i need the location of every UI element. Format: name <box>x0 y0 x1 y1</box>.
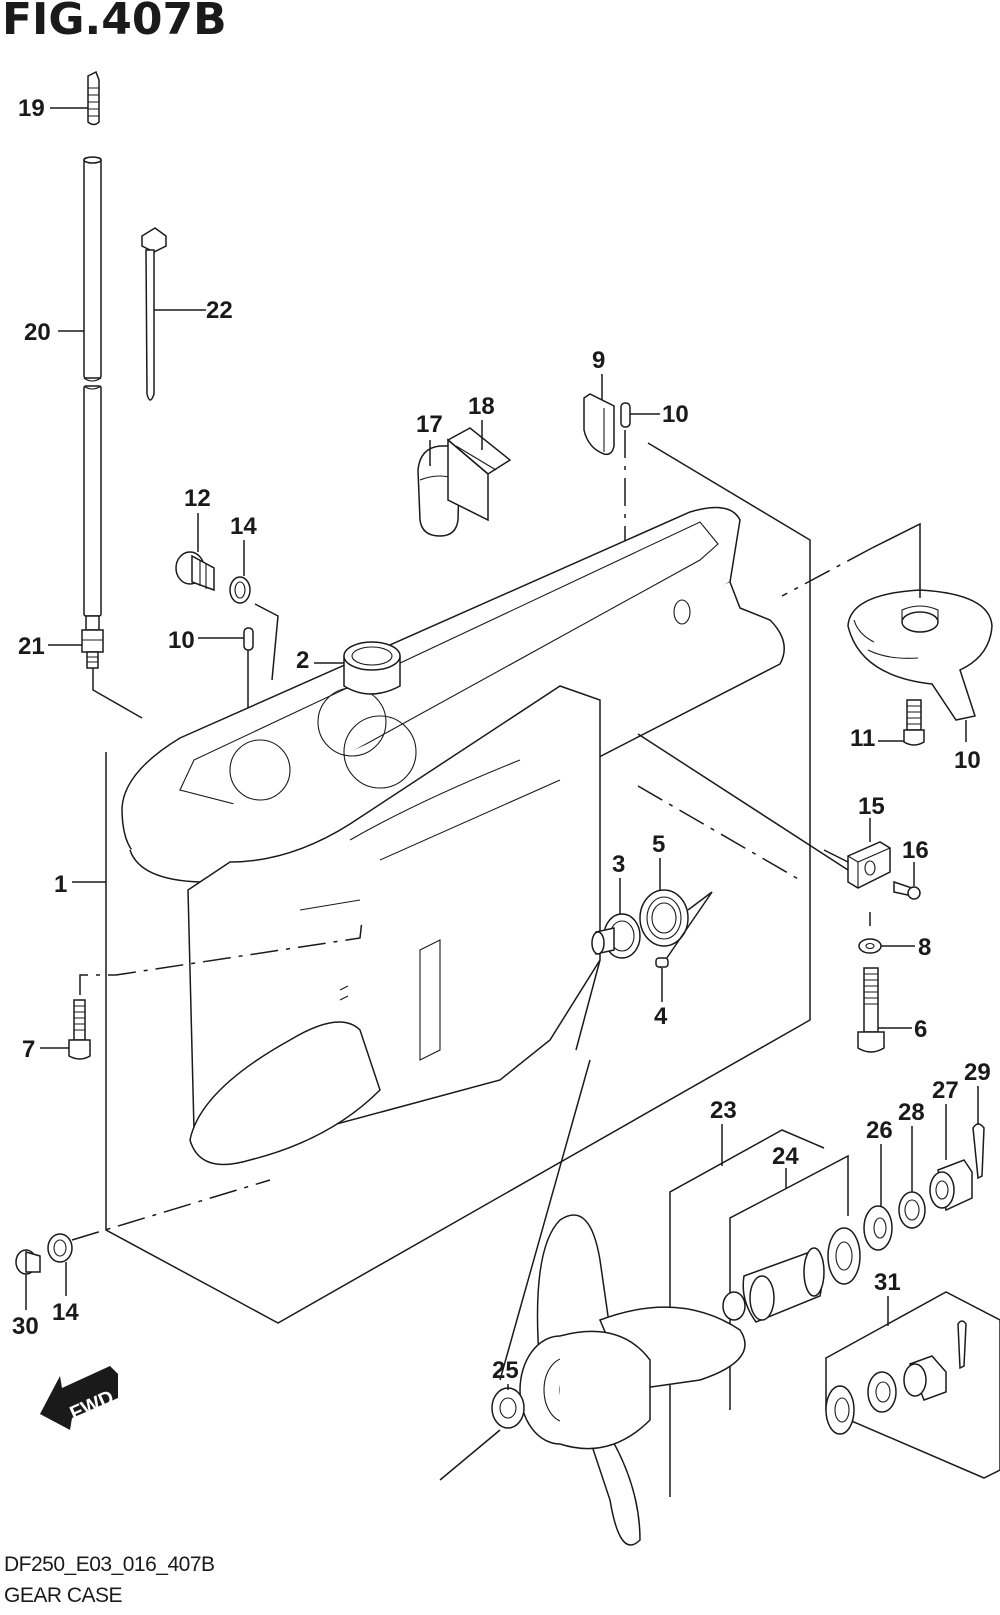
part-3-bearing[interactable] <box>591 913 641 959</box>
part-11-trim-tab[interactable] <box>847 589 993 721</box>
alignment-line-7 <box>79 919 363 995</box>
callout-27[interactable]: 27 <box>932 1077 959 1104</box>
part-25-spacer[interactable] <box>491 1387 525 1429</box>
callout-14-upper[interactable]: 14 <box>230 513 257 540</box>
part-31-nut-kit[interactable] <box>825 1320 967 1435</box>
callout-6[interactable]: 6 <box>914 1016 927 1043</box>
leader-14-to-case <box>254 603 279 681</box>
callout-24[interactable]: 24 <box>772 1143 799 1170</box>
leader-15-to-case <box>823 849 849 863</box>
part-14-gasket-upper[interactable] <box>229 576 251 604</box>
callout-8[interactable]: 8 <box>918 934 931 961</box>
part-29-cotter-pin[interactable] <box>972 1123 985 1180</box>
figure-name: GEAR CASE <box>4 1584 123 1607</box>
part-10-pin-upper[interactable] <box>620 402 631 428</box>
callout-17[interactable]: 17 <box>416 411 443 438</box>
part-4-key[interactable] <box>655 957 669 968</box>
part-28-washer[interactable] <box>898 1191 926 1229</box>
alignment-line-6 <box>637 785 801 881</box>
callout-21[interactable]: 21 <box>18 633 45 660</box>
callout-28[interactable]: 28 <box>898 1099 925 1126</box>
part-5-oil-seal[interactable] <box>639 889 689 947</box>
callout-29[interactable]: 29 <box>964 1059 991 1086</box>
leader-21-to-case <box>92 668 143 719</box>
part-8-washer[interactable] <box>858 938 882 954</box>
part-24-bushing[interactable] <box>722 1247 825 1323</box>
part-22-cable-tie[interactable] <box>141 227 167 401</box>
part-12-bolt[interactable] <box>903 699 925 746</box>
callout-10-upper[interactable]: 10 <box>662 401 689 428</box>
figure-code: DF250_E03_016_407B <box>4 1553 215 1576</box>
part-1-gear-case[interactable] <box>121 506 785 1166</box>
figure-title: FIG.407B <box>2 0 227 45</box>
callout-20[interactable]: 20 <box>24 319 51 346</box>
alignment-line-30 <box>71 1179 271 1241</box>
forward-arrow-icon: FWD <box>40 1366 118 1430</box>
callout-18[interactable]: 18 <box>468 393 495 420</box>
alignment-line-11 <box>781 547 873 597</box>
callout-2[interactable]: 2 <box>296 647 309 674</box>
callout-22[interactable]: 22 <box>206 297 233 324</box>
part-20-shift-rod[interactable] <box>83 156 102 617</box>
callout-15[interactable]: 15 <box>858 793 885 820</box>
part-7-bolt[interactable] <box>68 999 91 1060</box>
callout-1[interactable]: 1 <box>54 871 67 898</box>
callout-labels: 19 20 21 22 17 18 9 10 12 14 10 2 1 11 1… <box>12 95 991 1384</box>
leader-11-top <box>871 522 921 598</box>
part-15-anode[interactable] <box>847 841 891 889</box>
callout-9[interactable]: 9 <box>592 347 605 374</box>
part-2-needle-bearing[interactable] <box>343 641 401 695</box>
part-6-bolt[interactable] <box>857 967 885 1053</box>
part-23-propeller[interactable] <box>519 1214 746 1546</box>
leader-25-to-group <box>439 1429 501 1481</box>
alignment-line-15 <box>637 733 849 871</box>
callout-26[interactable]: 26 <box>866 1117 893 1144</box>
callout-7[interactable]: 7 <box>22 1036 35 1063</box>
part-30-drain-plug[interactable] <box>15 1249 41 1275</box>
part-16-screw[interactable] <box>893 880 921 900</box>
callout-13[interactable]: 12 <box>184 485 211 512</box>
part-1-outline-box <box>105 442 811 1324</box>
callout-5[interactable]: 5 <box>652 831 665 858</box>
part-10-pin-lower[interactable] <box>243 627 254 651</box>
part-26-spacer[interactable] <box>863 1205 893 1251</box>
part-14-gasket-lower[interactable] <box>47 1233 73 1263</box>
part-26-thrust-washer[interactable] <box>827 1227 861 1285</box>
leader-5-to-case <box>659 891 713 969</box>
callout-4[interactable]: 4 <box>654 1003 668 1030</box>
callout-19[interactable]: 19 <box>18 95 45 122</box>
part-21-shift-rod-joint[interactable] <box>81 615 104 669</box>
callout-3[interactable]: 3 <box>612 851 625 878</box>
callout-14-lower[interactable]: 14 <box>52 1299 79 1326</box>
callout-30[interactable]: 30 <box>12 1313 39 1340</box>
callout-16[interactable]: 16 <box>902 837 929 864</box>
part-9-cap[interactable] <box>583 393 615 456</box>
callout-10-lower[interactable]: 10 <box>168 627 195 654</box>
callout-11[interactable]: 10 <box>954 747 981 774</box>
part-18-bracket[interactable] <box>446 427 512 522</box>
callout-12[interactable]: 11 <box>850 725 875 752</box>
alignment-line-4 <box>575 959 601 1051</box>
part-19-shift-rod-stud[interactable] <box>87 70 100 126</box>
part-13-oil-plug[interactable] <box>175 551 215 592</box>
callout-25[interactable]: 25 <box>492 1357 519 1384</box>
callout-23[interactable]: 23 <box>710 1097 737 1124</box>
part-27-castle-nut[interactable] <box>929 1159 973 1212</box>
callout-31[interactable]: 31 <box>874 1269 901 1296</box>
alignment-line-prop <box>499 1059 591 1381</box>
